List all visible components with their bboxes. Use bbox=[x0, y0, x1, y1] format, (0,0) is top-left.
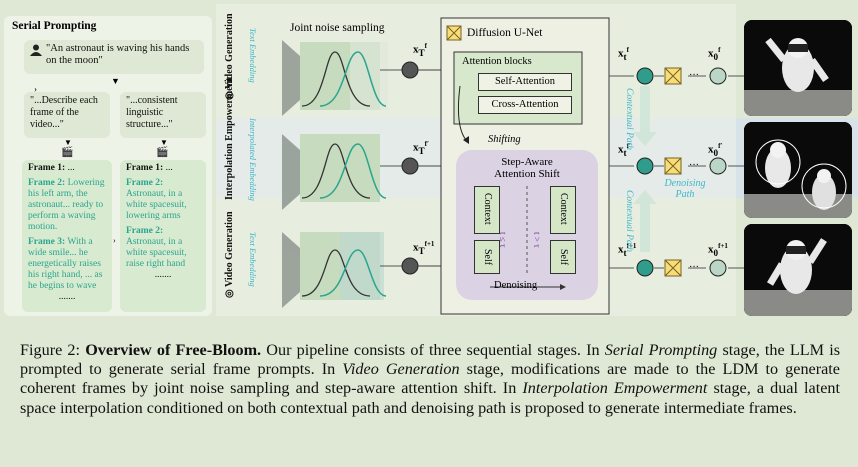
generated-frame-photo bbox=[744, 224, 852, 316]
more-frames: ....... bbox=[154, 270, 172, 280]
latent-label-xT-fp: xTf′ bbox=[413, 140, 429, 156]
frame-text: Astronaut, in a white spacesuit, raise r… bbox=[126, 237, 187, 269]
arrow-down: ▼ bbox=[160, 138, 168, 147]
frame-text: Lowering his left arm, the astronaut... … bbox=[28, 178, 105, 232]
condition-left: t ≤ τ bbox=[498, 232, 508, 248]
noise-plot-top bbox=[300, 42, 388, 110]
denoising-path-label: Denoising Path bbox=[664, 178, 706, 200]
self-block-right: Self bbox=[550, 240, 576, 274]
more-frames: ....... bbox=[58, 292, 76, 302]
user-prompt-text: "An astronaut is waving his hands on the… bbox=[46, 43, 190, 66]
embedding-funnels bbox=[282, 40, 300, 308]
serial-prompting-panel: Serial Prompting "An astronaut is waving… bbox=[4, 16, 212, 316]
serial-prompting-title: Serial Prompting bbox=[12, 20, 97, 32]
shifting-label: Shifting bbox=[488, 134, 521, 145]
frame-label: Frame 1: bbox=[126, 163, 164, 173]
latent-node bbox=[401, 157, 419, 175]
latent-node bbox=[636, 259, 654, 277]
instruction-describe-box: "...Describe each frame of the video..." bbox=[24, 92, 110, 138]
generated-frame-photo bbox=[744, 122, 852, 218]
latent-node bbox=[709, 67, 727, 85]
latent-label-xt-f: xtf bbox=[618, 46, 629, 62]
latent-node bbox=[709, 259, 727, 277]
clapper-icon: 🎬 bbox=[61, 147, 74, 158]
frame-label: Frame 2: bbox=[28, 178, 66, 188]
noise-plot-middle bbox=[300, 134, 387, 202]
arrow-down: ▼ bbox=[64, 138, 72, 147]
latent-label-x0-f1: x0f+1 bbox=[708, 242, 728, 258]
ellipsis: ··· bbox=[689, 262, 699, 273]
contextual-path-label: Contextual Path bbox=[624, 88, 634, 150]
condition-right: t > τ bbox=[532, 232, 542, 248]
frame-text: ... bbox=[165, 163, 173, 173]
ellipsis: ··· bbox=[689, 160, 699, 171]
frame-label: Frame 2: bbox=[126, 226, 164, 236]
instruction-consistent-box: "...consistent linguistic structure..." bbox=[120, 92, 206, 138]
user-icon bbox=[30, 44, 42, 56]
frame-text: ... bbox=[67, 163, 75, 173]
arrow-right: › bbox=[113, 236, 116, 245]
frame-text: Astronaut, in a white spacesuit, lowerin… bbox=[126, 189, 187, 221]
frame-text: With a wide smile... he energetically ra… bbox=[28, 237, 103, 291]
instruction-consistent-text: "...consistent linguistic structure..." bbox=[126, 95, 178, 130]
contextual-path-label: Contextual Path bbox=[624, 190, 634, 252]
latent-label-x0-f: x0f bbox=[708, 46, 721, 62]
latent-node bbox=[401, 61, 419, 79]
latent-label-xt-f1: xtf+1 bbox=[618, 242, 637, 258]
contextual-path-arrows bbox=[633, 86, 657, 252]
clapper-icon: 🎬 bbox=[156, 147, 169, 158]
latent-node bbox=[401, 257, 419, 275]
noise-plot-bottom bbox=[300, 232, 387, 300]
arrow-down: › bbox=[34, 84, 37, 94]
figure-caption: Figure 2: Overview of Free-Bloom. Our pi… bbox=[20, 341, 840, 417]
latent-label-xT-f: xTf bbox=[413, 42, 427, 58]
denoising-label: Denoising bbox=[494, 280, 538, 291]
joint-noise-sampling-label: Joint noise sampling bbox=[290, 22, 385, 34]
frame-prompts-right: Frame 1: ... Frame 2:Astronaut, in a whi… bbox=[120, 160, 206, 312]
frame-label: Frame 1: bbox=[28, 163, 66, 173]
cross-attention-block: Cross-Attention bbox=[478, 96, 572, 114]
latent-node bbox=[709, 157, 727, 175]
instruction-describe-text: "...Describe each frame of the video..." bbox=[30, 95, 98, 130]
generated-frame-photo bbox=[744, 20, 852, 116]
arrow-down: ▼ bbox=[111, 76, 120, 86]
frame-label: Frame 2: bbox=[126, 178, 164, 188]
latent-label-xt-fp: xtf′ bbox=[618, 142, 631, 158]
frame-label: Frame 3: bbox=[28, 237, 66, 247]
latent-node bbox=[636, 157, 654, 175]
self-block-left: Self bbox=[474, 240, 500, 274]
ellipsis: ··· bbox=[689, 70, 699, 81]
context-block-right: Context bbox=[550, 186, 576, 234]
latent-label-x0-fp: x0f′ bbox=[708, 142, 723, 158]
user-prompt-box: "An astronaut is waving his hands on the… bbox=[24, 40, 204, 74]
latent-node bbox=[636, 67, 654, 85]
diagram-canvas bbox=[282, 17, 835, 315]
context-block-left: Context bbox=[474, 186, 500, 234]
latent-label-xT-f1: xTf+1 bbox=[413, 240, 435, 256]
self-attention-block: Self-Attention bbox=[478, 73, 572, 91]
frame-prompts-left: Frame 1: ... Frame 2: Lowering his left … bbox=[22, 160, 112, 312]
unet-title: Diffusion U-Net bbox=[467, 27, 543, 39]
attention-blocks-label: Attention blocks bbox=[462, 56, 532, 67]
